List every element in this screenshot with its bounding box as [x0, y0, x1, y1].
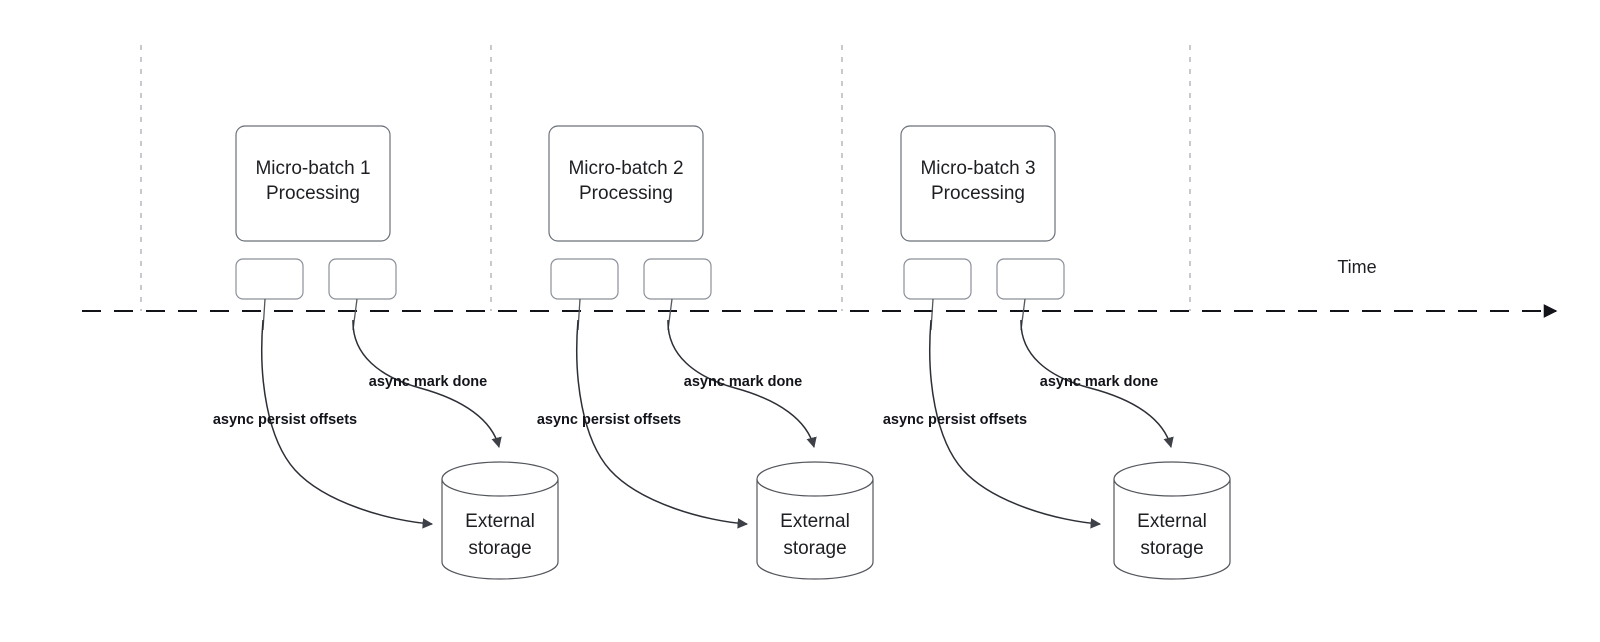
micro-batch-3-label-line2: Processing: [931, 183, 1025, 204]
micro-batch-3-persist-offsets-arrow: [929, 319, 1102, 529]
micro-batch-1-box[interactable]: [235, 125, 391, 242]
external-storage-1-label-line2: storage: [468, 538, 531, 559]
micro-batch-3-mark-done-label: async mark done: [1040, 374, 1158, 390]
micro-batch-1-persist-offsets-task[interactable]: [235, 258, 304, 300]
micro-batch-3-label-line1: Micro-batch 3: [920, 158, 1035, 179]
micro-batch-1-label-line2: Processing: [266, 183, 360, 204]
external-storage-3-label-line1: External: [1137, 511, 1207, 532]
micro-batch-3-group: Micro-batch 3 Processing async persist o…: [883, 125, 1231, 580]
time-axis: Time: [82, 257, 1558, 318]
micro-batch-1-mark-done-arrow: [352, 319, 502, 449]
micro-batch-2-mark-done-arrow: [667, 319, 817, 449]
micro-batch-1-label-line1: Micro-batch 1: [255, 158, 370, 179]
micro-batch-3-persist-offsets-task[interactable]: [903, 258, 972, 300]
micro-batch-2-mark-done-label: async mark done: [684, 374, 802, 390]
micro-batch-3-box[interactable]: [900, 125, 1056, 242]
external-storage-2-body: [756, 479, 874, 580]
external-storage-2-label-line1: External: [780, 511, 850, 532]
external-storage-2[interactable]: External storage: [756, 461, 874, 580]
micro-batch-2-persist-offsets-arrow: [576, 319, 749, 529]
micro-batch-1-persist-offsets-arrow: [261, 319, 434, 529]
external-storage-3-label-line2: storage: [1140, 538, 1203, 559]
external-storage-1-top: [441, 461, 559, 497]
micro-batch-2-persist-offsets-label: async persist offsets: [537, 412, 681, 428]
micro-batch-2-box[interactable]: [548, 125, 704, 242]
external-storage-1[interactable]: External storage: [441, 461, 559, 580]
time-axis-label: Time: [1337, 257, 1376, 277]
batch-boundaries: [140, 45, 1191, 311]
external-storage-1-body: [441, 479, 559, 580]
external-storage-2-label-line2: storage: [783, 538, 846, 559]
micro-batch-1-mark-done-label: async mark done: [369, 374, 487, 390]
micro-batch-3-mark-done-arrow: [1020, 319, 1174, 449]
external-storage-3[interactable]: External storage: [1113, 461, 1231, 580]
micro-batch-3-mark-done-task[interactable]: [996, 258, 1065, 300]
micro-batch-1-persist-offsets-label: async persist offsets: [213, 412, 357, 428]
micro-batch-2-label-line2: Processing: [579, 183, 673, 204]
micro-batch-2-label-line1: Micro-batch 2: [568, 158, 683, 179]
micro-batch-1-group: Micro-batch 1 Processing async persist o…: [213, 125, 559, 580]
external-storage-1-label-line1: External: [465, 511, 535, 532]
external-storage-2-top: [756, 461, 874, 497]
external-storage-3-top: [1113, 461, 1231, 497]
micro-batch-3-persist-offsets-label: async persist offsets: [883, 412, 1027, 428]
micro-batch-1-mark-done-task[interactable]: [328, 258, 397, 300]
micro-batch-2-persist-offsets-task[interactable]: [550, 258, 619, 300]
external-storage-3-body: [1113, 479, 1231, 580]
micro-batch-2-group: Micro-batch 2 Processing async persist o…: [537, 125, 874, 580]
micro-batch-2-mark-done-task[interactable]: [643, 258, 712, 300]
